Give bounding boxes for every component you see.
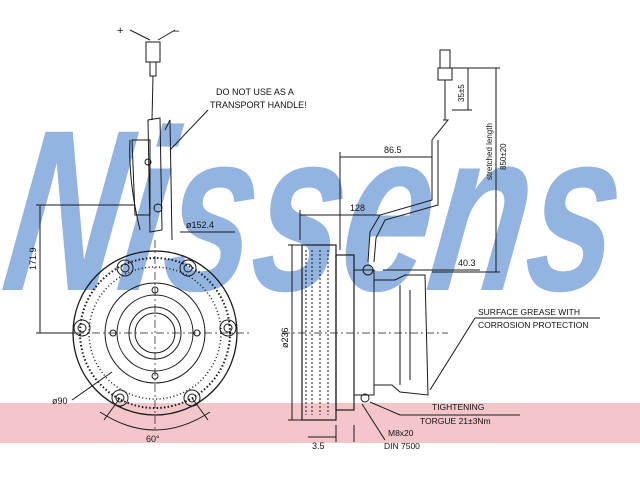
grease-line1: SURFACE GREASE WITH <box>478 307 580 317</box>
labels: + – DO NOT USE AS A TRANSPORT HANDLE! ø1… <box>28 25 589 451</box>
dim-128-label: 128 <box>350 203 365 213</box>
angle-60-label: 60° <box>146 434 160 444</box>
tightening-line1: TIGHTENING <box>432 402 484 412</box>
watermark-text: Nissens <box>0 82 638 339</box>
grease-line2: CORROSION PROTECTION <box>478 320 589 330</box>
tightening-line2: TORGUE 21±3Nm <box>420 416 491 426</box>
minus-label: – <box>173 25 180 37</box>
dim-152-label: ø152.4 <box>186 220 214 230</box>
m8-label: M8x20 <box>388 428 414 438</box>
plus-label: + <box>117 25 123 37</box>
front-view <box>36 29 250 431</box>
dim-35-label: 35±5 <box>457 84 466 102</box>
watermark: Nissens <box>0 82 638 339</box>
stretched-label: stretched length <box>485 123 494 180</box>
dim-236-label: ø236 <box>280 327 290 348</box>
red-stripe <box>0 403 640 443</box>
dim-171-label: 171.9 <box>28 247 38 270</box>
side-view <box>282 49 600 442</box>
length-850-label: 850±20 <box>499 143 508 170</box>
dim-90-label: ø90 <box>52 396 68 406</box>
dim-40-label: 40.3 <box>458 258 476 268</box>
warning-line2: TRANSPORT HANDLE! <box>210 100 307 110</box>
din-label: DIN 7500 <box>384 441 420 451</box>
warning-line1: DO NOT USE AS A <box>216 87 294 97</box>
dim-3-5-label: 3.5 <box>312 441 325 451</box>
dim-86-label: 86.5 <box>384 145 402 155</box>
